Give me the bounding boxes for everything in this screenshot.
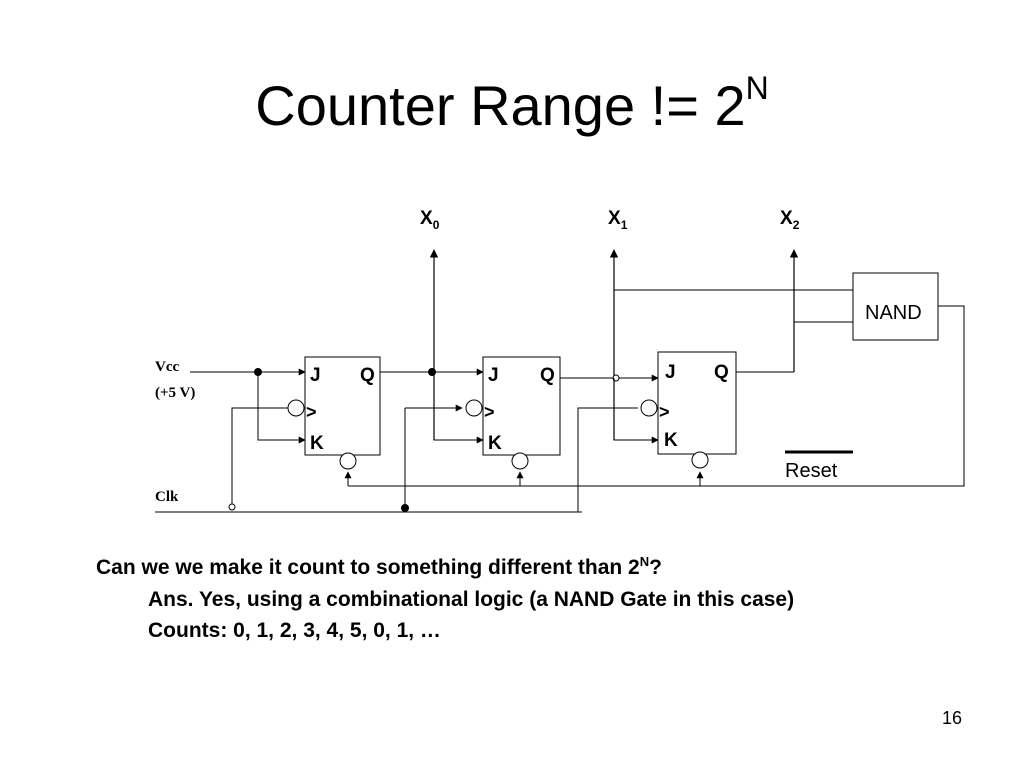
svg-text:K: K <box>664 430 678 451</box>
svg-text:J: J <box>310 365 321 386</box>
output-label-x1: X1 <box>608 208 628 232</box>
flip-flop-2: J Q > K <box>465 356 561 470</box>
ff1-q-junction <box>428 368 436 376</box>
page-number: 16 <box>941 708 962 728</box>
nand-output-wire <box>348 305 965 487</box>
nand-gate-label: NAND <box>865 302 922 324</box>
clk-wire-ff1 <box>231 407 288 505</box>
vcc-value: (+5 V) <box>155 385 195 401</box>
vcc-label: Vcc <box>155 359 179 375</box>
svg-text:>: > <box>306 402 317 422</box>
svg-text:J: J <box>488 365 499 386</box>
counts-text: Counts: 0, 1, 2, 3, 4, 5, 0, 1, … <box>148 619 441 642</box>
svg-text:>: > <box>659 402 670 422</box>
flip-flop-3: J Q > K <box>640 351 737 469</box>
svg-text:K: K <box>488 433 502 454</box>
svg-text:>: > <box>484 402 495 422</box>
svg-text:Q: Q <box>714 362 729 383</box>
clk-label: Clk <box>155 489 179 505</box>
ff2-q-to-k3 <box>613 378 659 444</box>
clk-wire-ff3 <box>577 407 638 512</box>
answer-text: Ans. Yes, using a combinational logic (a… <box>148 588 795 611</box>
output-label-x2: X2 <box>780 208 800 232</box>
vcc-wire-k1 <box>257 372 306 444</box>
vcc-junction <box>254 368 262 376</box>
clk-junction-2 <box>401 504 409 512</box>
svg-text:Q: Q <box>360 365 375 386</box>
slide-title: Counter Range != 2N <box>255 70 769 137</box>
question-text: Can we we make it count to something dif… <box>96 554 662 579</box>
svg-text:K: K <box>310 433 324 454</box>
output-label-x0: X0 <box>420 208 440 232</box>
ff1-q-to-k2 <box>433 372 484 444</box>
svg-text:J: J <box>665 362 676 383</box>
svg-text:Q: Q <box>540 365 555 386</box>
clk-junction-1 <box>228 503 236 511</box>
reset-label: Reset <box>785 460 838 482</box>
flip-flop-1: J Q > K <box>287 356 381 470</box>
